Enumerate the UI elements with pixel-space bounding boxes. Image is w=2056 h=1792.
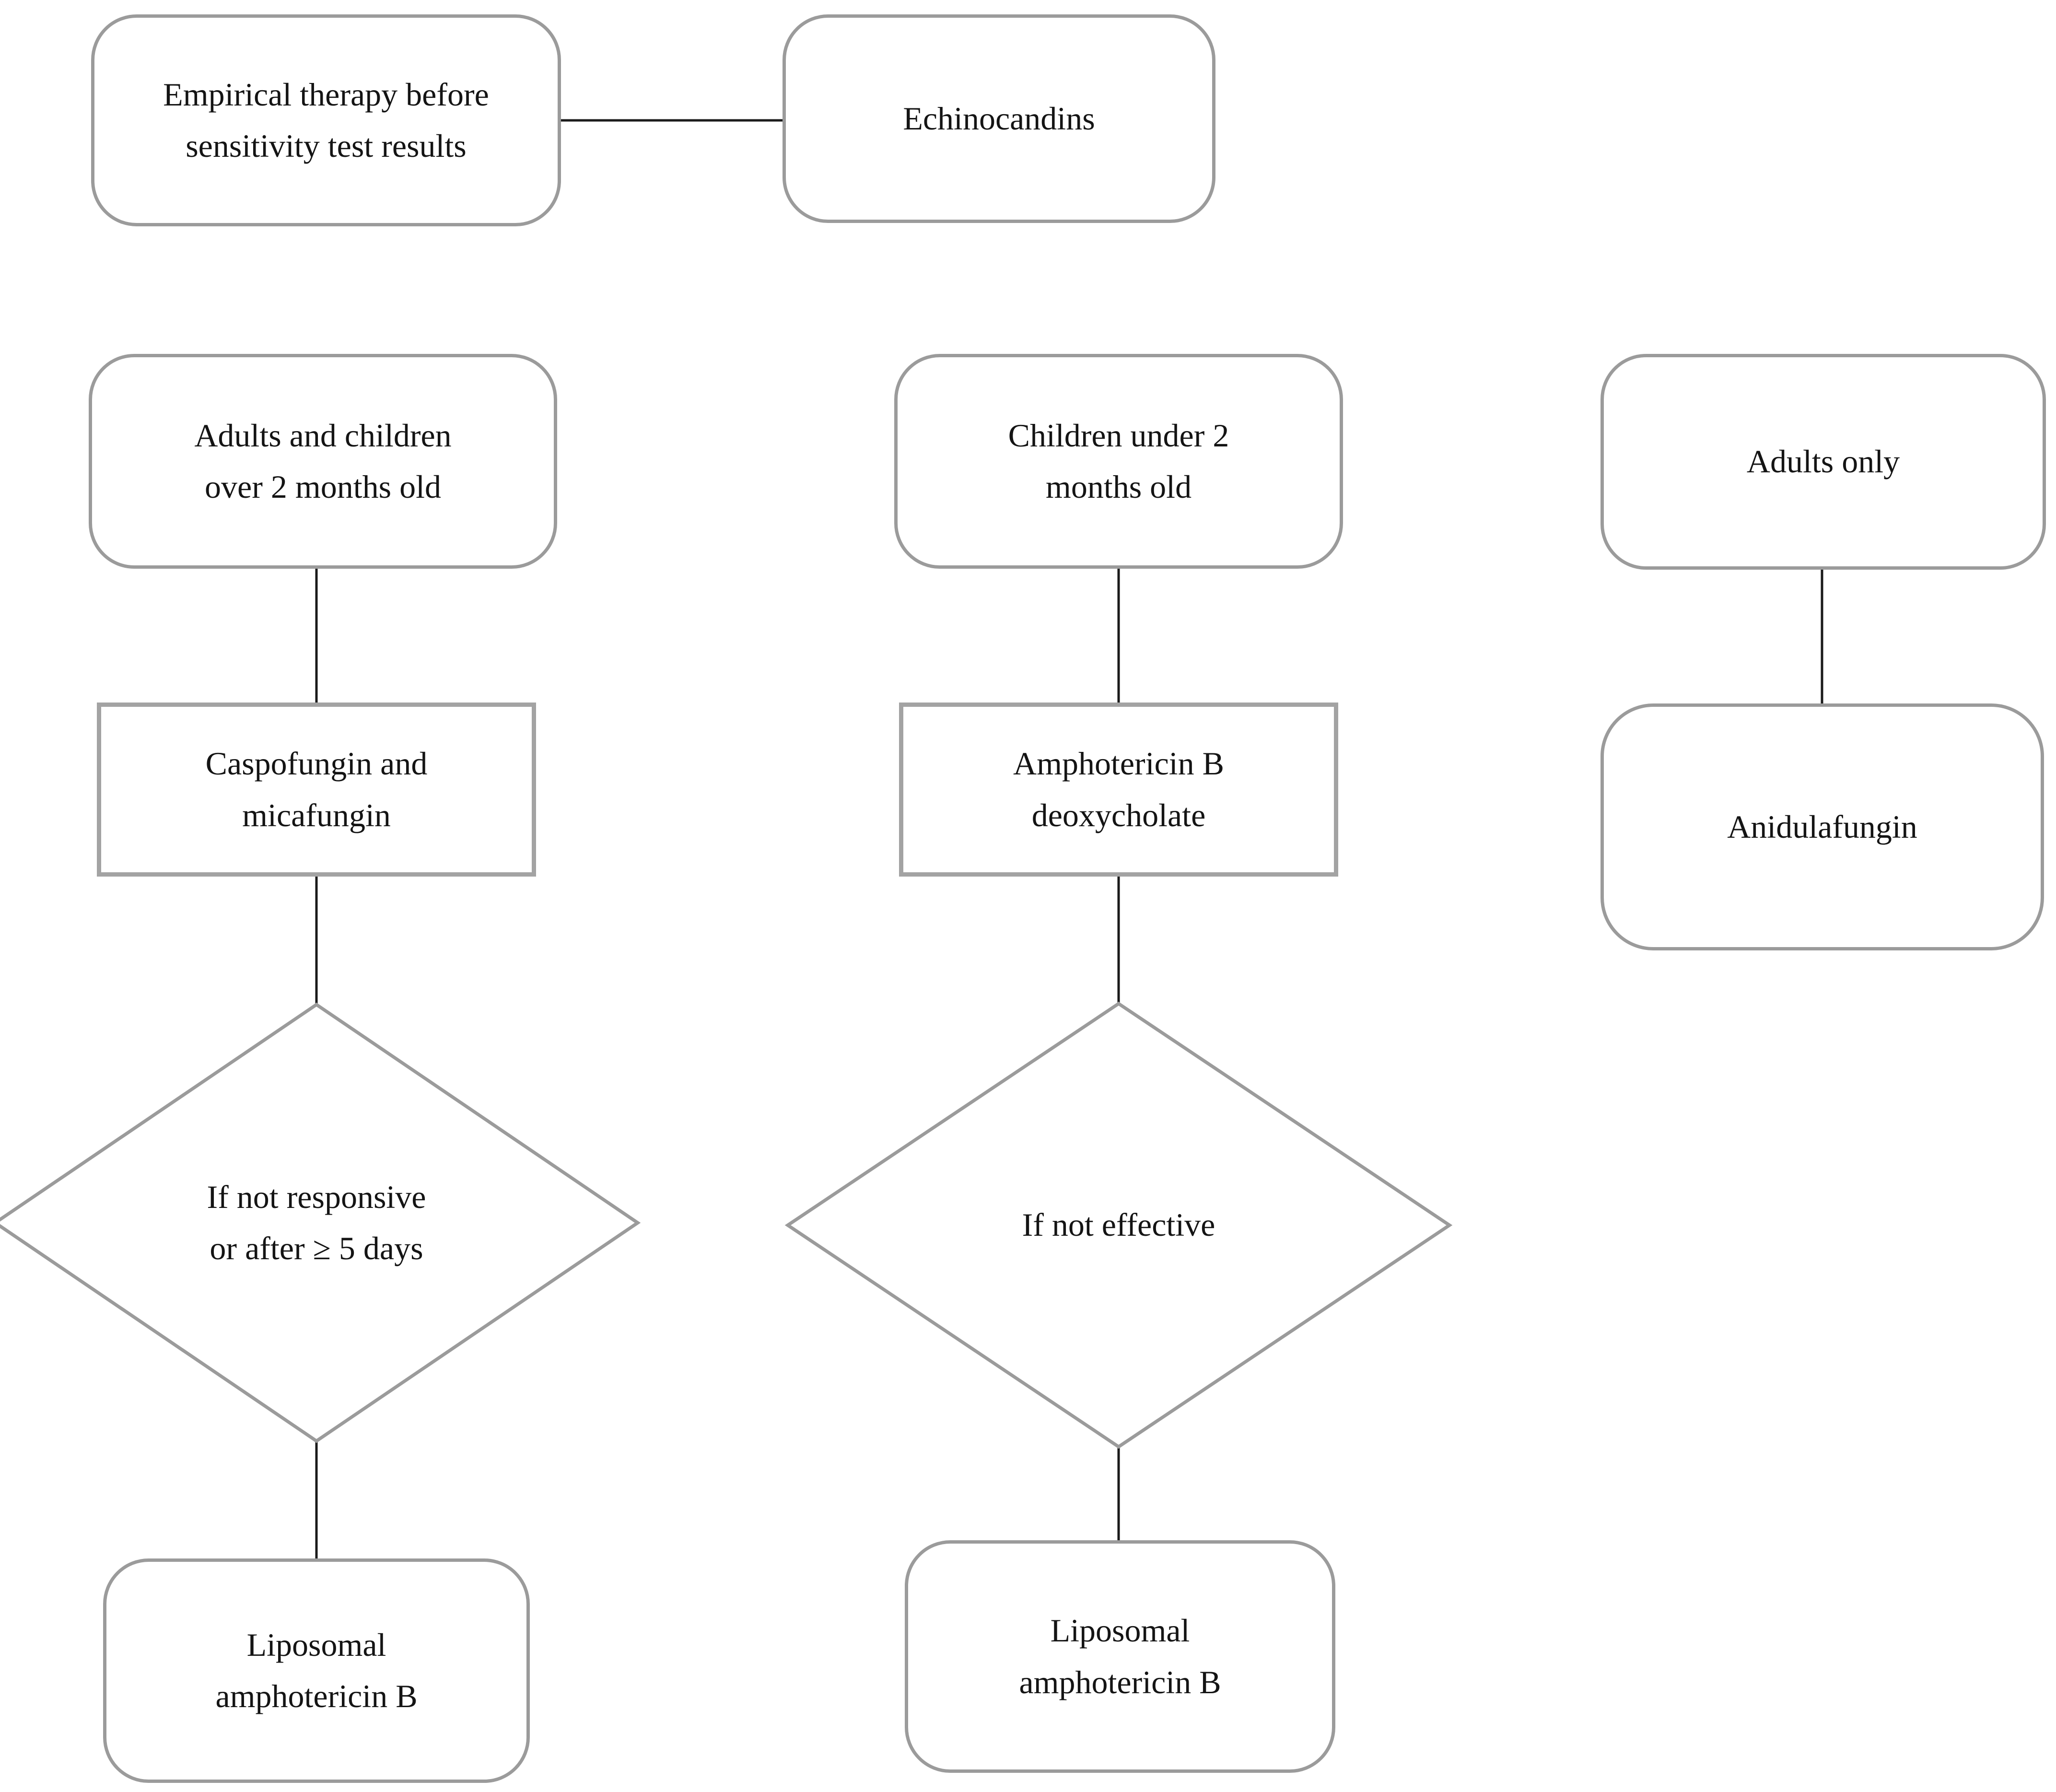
node-adults-and-children: Adults and children over 2 months old — [89, 354, 557, 569]
node-children-under-2-months: Children under 2 months old — [894, 354, 1343, 569]
node-adults-and-children-label: Adults and children over 2 months old — [194, 417, 452, 505]
decision-diamond-not-responsive — [0, 1002, 641, 1443]
node-caspofungin-micafungin-label: Caspofungin and micafungin — [205, 745, 428, 833]
decision-not-effective-label: If not effective — [1022, 1206, 1215, 1243]
decision-diamond-not-effective — [784, 1001, 1453, 1449]
decision-not-responsive-label: If not responsive or after ≥ 5 days — [207, 1178, 426, 1266]
node-anidulafungin-label: Anidulafungin — [1727, 808, 1917, 845]
node-liposomal-amphotericin-b-middle-label: Liposomal amphotericin B — [1019, 1612, 1221, 1700]
node-adults-only-label: Adults only — [1746, 443, 1900, 480]
node-liposomal-amphotericin-b-left-label: Liposomal amphotericin B — [215, 1626, 418, 1714]
node-anidulafungin: Anidulafungin — [1600, 703, 2044, 950]
node-liposomal-amphotericin-b-left: Liposomal amphotericin B — [103, 1558, 530, 1783]
node-caspofungin-micafungin: Caspofungin and micafungin — [97, 703, 536, 877]
node-empirical-therapy: Empirical therapy before sensitivity tes… — [91, 14, 561, 226]
node-amphotericin-b-deoxycholate: Amphotericin B deoxycholate — [899, 703, 1338, 877]
node-echinocandins: Echinocandins — [783, 14, 1215, 223]
node-empirical-therapy-label: Empirical therapy before sensitivity tes… — [163, 76, 489, 164]
decision-not-responsive-label-box: If not responsive or after ≥ 5 days — [149, 1093, 484, 1352]
node-amphotericin-b-deoxycholate-label: Amphotericin B deoxycholate — [1013, 745, 1225, 833]
decision-not-effective-label-box: If not effective — [951, 1129, 1286, 1321]
node-liposomal-amphotericin-b-middle: Liposomal amphotericin B — [905, 1540, 1335, 1773]
node-adults-only: Adults only — [1600, 354, 2046, 570]
node-echinocandins-label: Echinocandins — [903, 100, 1095, 137]
node-children-under-2-months-label: Children under 2 months old — [1008, 417, 1229, 505]
